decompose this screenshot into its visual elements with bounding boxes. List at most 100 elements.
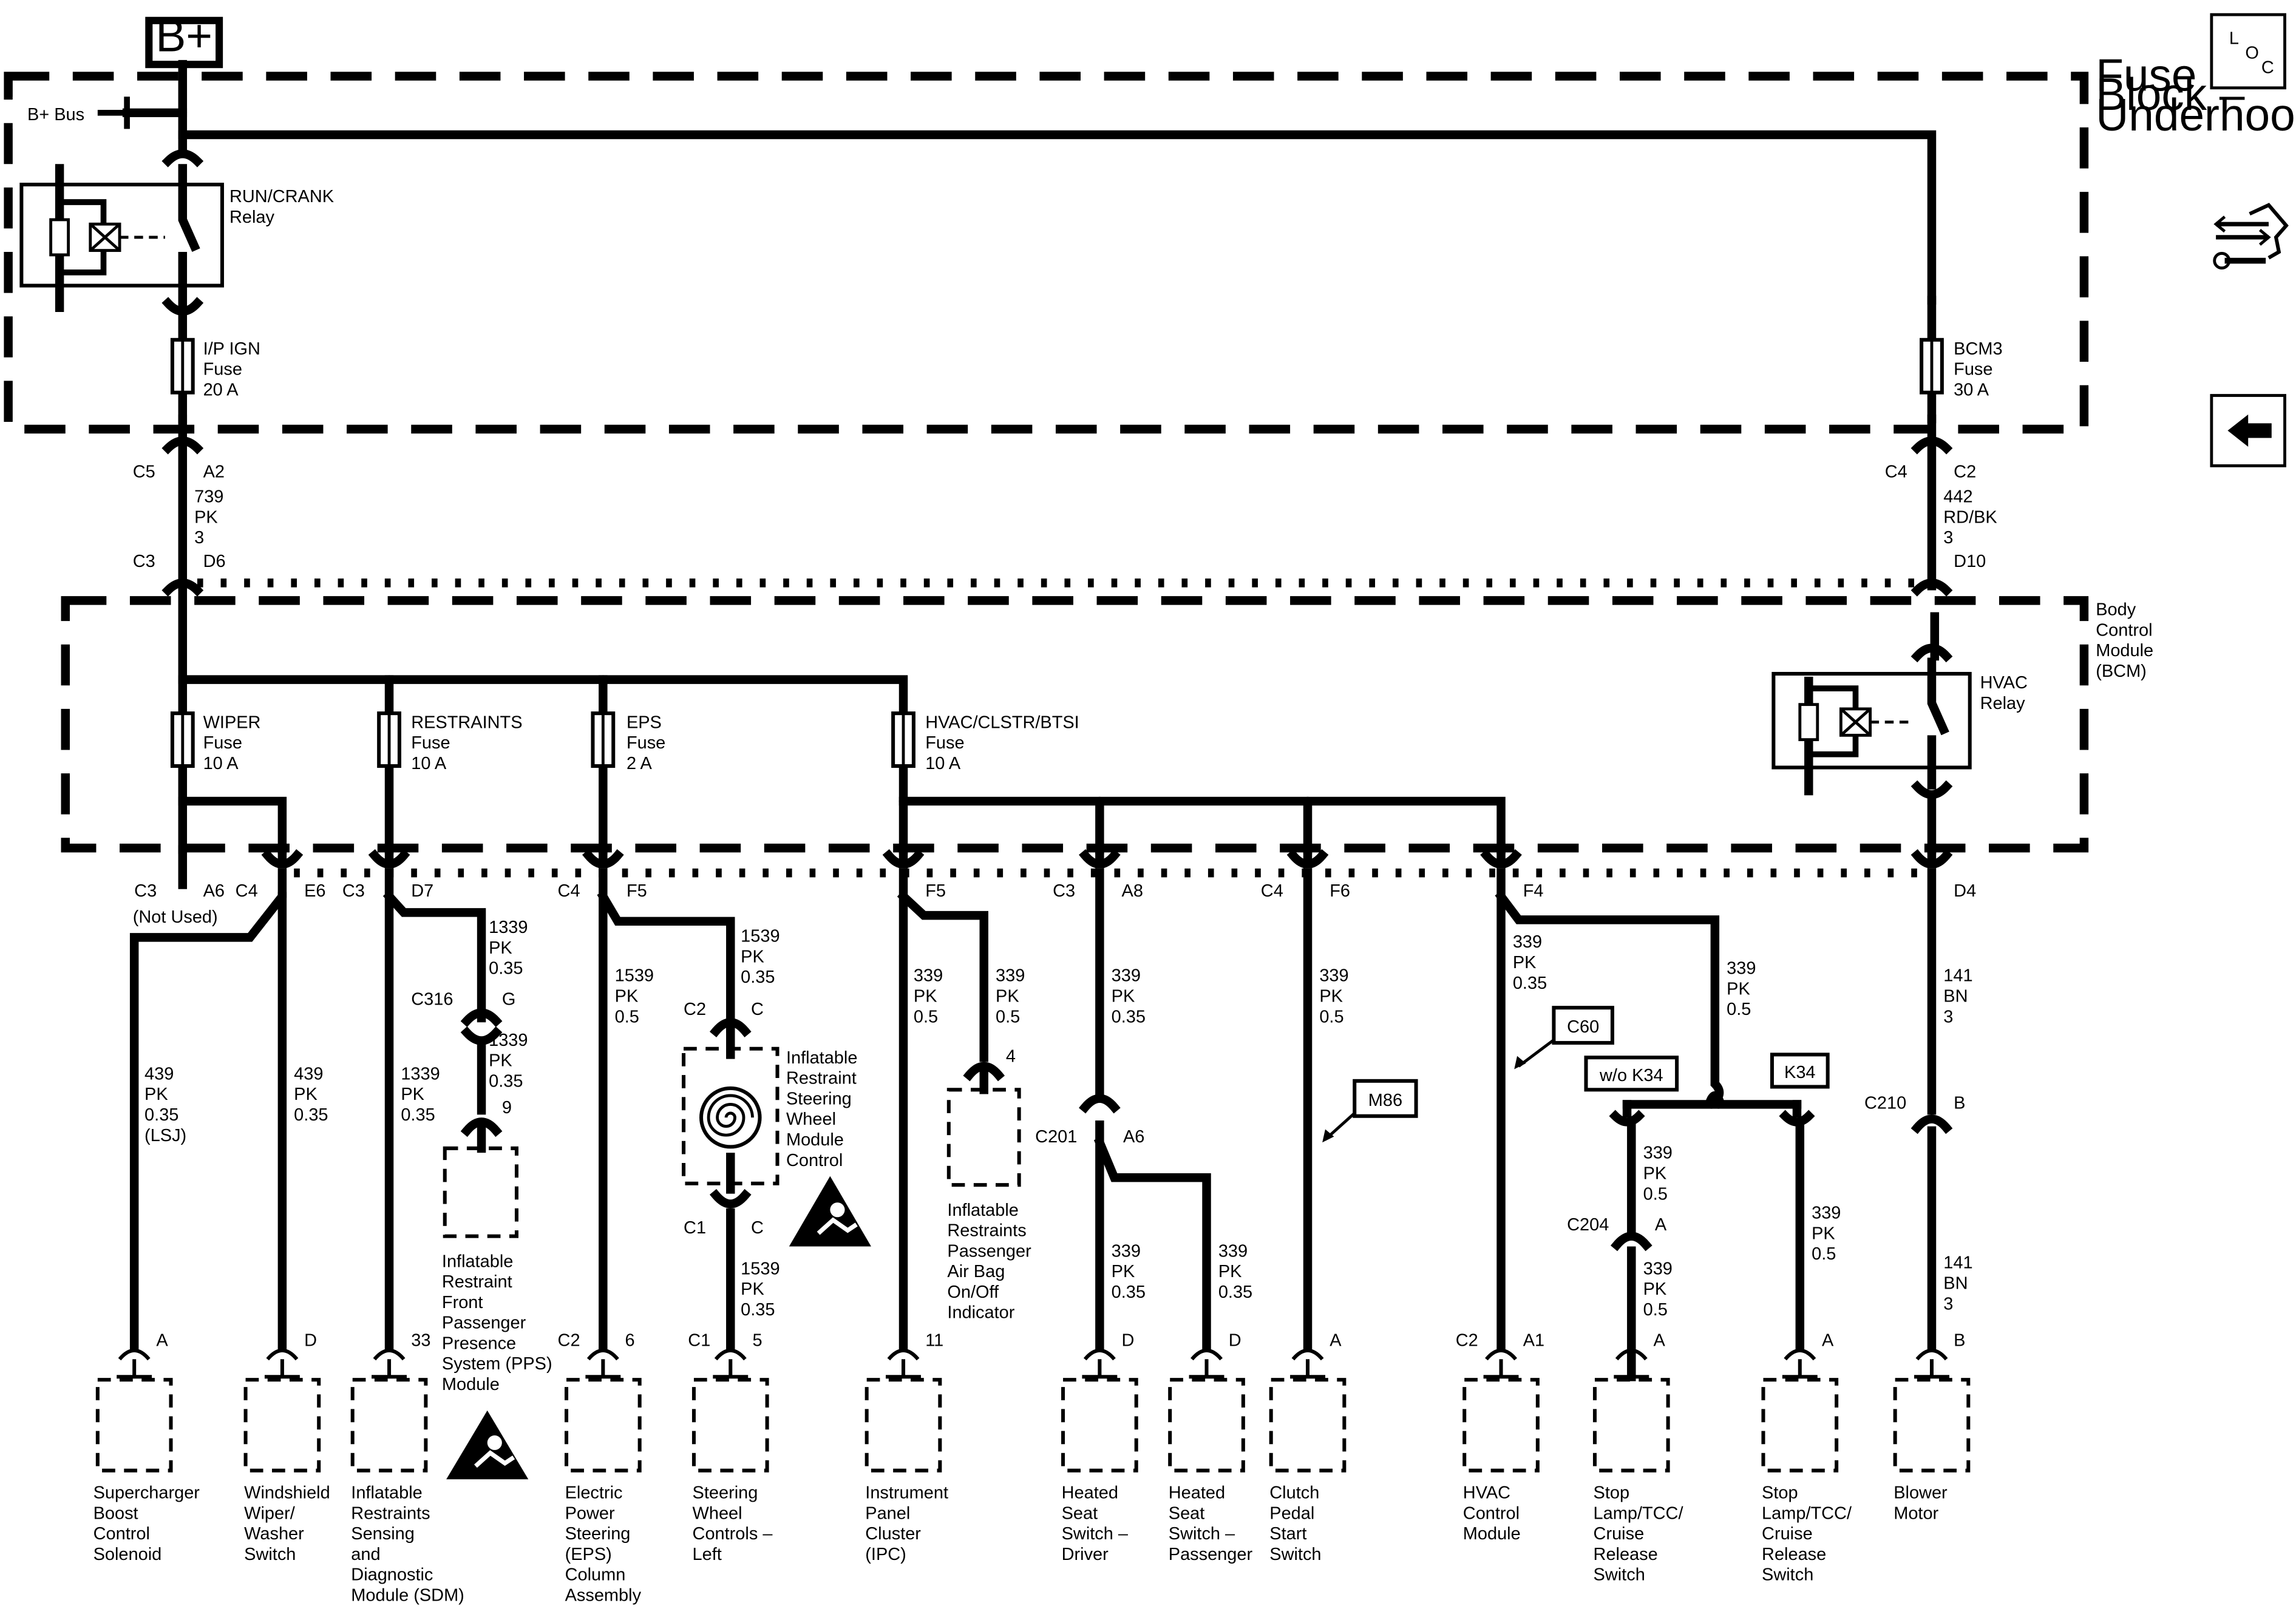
svg-text:Underhood: Underhood: [2096, 89, 2296, 140]
fuse-block-underhood: Fuse Block – Underhood: [4, 50, 2296, 434]
load-name-line: Cruise: [1594, 1524, 1645, 1544]
eps-fuse: EPS Fuse 2 A: [591, 711, 665, 773]
svg-text:339: 339: [1643, 1144, 1673, 1163]
svg-text:2 A: 2 A: [627, 754, 653, 773]
bcm3-fuse: BCM3 Fuse 30 A: [1920, 296, 2003, 424]
svg-text:339: 339: [1513, 932, 1542, 952]
pin-connector-label: C2: [1456, 1331, 1478, 1351]
svg-text:HVAC/CLSTR/BTSI: HVAC/CLSTR/BTSI: [925, 713, 1079, 732]
svg-text:PK: PK: [1112, 987, 1135, 1006]
svg-text:PK: PK: [1812, 1224, 1835, 1243]
svg-text:1339: 1339: [489, 1031, 528, 1050]
load-name-line: Switch –: [1169, 1524, 1235, 1544]
circuit-windshield: 439 PK 0.35: [277, 892, 328, 1352]
back-arrow-icon[interactable]: [2210, 394, 2286, 467]
svg-text:RD/BK: RD/BK: [1943, 507, 1997, 527]
svg-text:C4: C4: [558, 881, 580, 901]
load-name-line: Seat: [1169, 1503, 1205, 1523]
load-name-line: Instrument: [865, 1483, 948, 1503]
svg-text:EPS: EPS: [627, 713, 662, 732]
svg-text:PK: PK: [1112, 1262, 1135, 1281]
svg-text:20 A: 20 A: [203, 381, 239, 400]
svg-text:D6: D6: [203, 552, 226, 571]
wiper-fuse: WIPER Fuse 10 A: [170, 711, 261, 773]
svg-text:Wheel: Wheel: [786, 1110, 836, 1129]
svg-text:M86: M86: [1368, 1091, 1402, 1110]
load-name-line: Panel: [865, 1503, 910, 1523]
svg-text:(LSJ): (LSJ): [144, 1126, 186, 1145]
svg-text:BN: BN: [1943, 987, 1968, 1006]
load-name-line: Wheel: [693, 1503, 742, 1523]
svg-text:Indicator: Indicator: [947, 1303, 1014, 1323]
load-name-line: Start: [1269, 1524, 1306, 1544]
load-name-line: Switch: [1594, 1565, 1645, 1585]
svg-text:0.5: 0.5: [1727, 1000, 1751, 1019]
svg-text:0.5: 0.5: [1812, 1244, 1836, 1264]
svg-text:Fuse: Fuse: [2096, 50, 2196, 101]
svg-text:0.5: 0.5: [615, 1007, 639, 1026]
svg-text:C5: C5: [133, 463, 155, 482]
circuit-ipc: 339 PK 0.5 339 PK 0.5 4: [897, 868, 1025, 1352]
load-name-line: Passenger: [1169, 1545, 1253, 1564]
svg-text:C: C: [2261, 58, 2274, 78]
passenger-airbag-indicator: Inflatable Restraints Passenger Air Bag …: [946, 1088, 1031, 1323]
repair-arrows-wrench-icon[interactable]: [2207, 202, 2295, 276]
svg-text:PK: PK: [741, 947, 764, 966]
svg-text:Presence: Presence: [442, 1334, 516, 1353]
load-name-line: Supercharger: [93, 1483, 200, 1503]
svg-text:339: 339: [1812, 1204, 1841, 1223]
m86-callout: M86: [1322, 1079, 1418, 1143]
svg-text:C210: C210: [1864, 1094, 1906, 1113]
svg-text:Relay: Relay: [1980, 694, 2026, 713]
svg-text:C201: C201: [1035, 1127, 1077, 1147]
svg-text:C4: C4: [236, 881, 258, 901]
load-name-line: Heated: [1062, 1483, 1118, 1503]
svg-text:339: 339: [1643, 1259, 1673, 1278]
pin-label: A: [1330, 1331, 1342, 1351]
svg-text:10 A: 10 A: [925, 754, 961, 773]
svg-text:C3: C3: [342, 881, 365, 901]
svg-text:0.35: 0.35: [294, 1105, 328, 1125]
load-name-line: Cruise: [1762, 1524, 1813, 1544]
svg-text:WIPER: WIPER: [203, 713, 261, 732]
load-name-line: Diagnostic: [351, 1565, 433, 1585]
ip-ign-fuse: I/P IGN Fuse 20 A: [170, 306, 260, 424]
circuit-clutch: 339 PK 0.5: [1303, 868, 1349, 1352]
pin-label: A: [1822, 1331, 1834, 1351]
svg-text:Body: Body: [2096, 600, 2136, 619]
feed-wire-739: C5 A2 739 PK 3 C3 D6: [133, 414, 226, 597]
load-name-line: Controls –: [693, 1524, 773, 1544]
svg-text:Steering: Steering: [786, 1089, 852, 1108]
svg-text:Passenger: Passenger: [442, 1314, 526, 1333]
svg-text:10 A: 10 A: [203, 754, 239, 773]
svg-text:C: C: [751, 1218, 764, 1238]
svg-text:C2: C2: [1954, 463, 1976, 482]
location-index-icon[interactable]: L O C: [2210, 13, 2286, 90]
svg-text:Relay: Relay: [229, 208, 275, 227]
svg-text:C3: C3: [134, 881, 157, 901]
svg-text:Restraint: Restraint: [786, 1069, 857, 1088]
load-name-line: Cluster: [865, 1524, 921, 1544]
svg-text:PK: PK: [914, 987, 937, 1006]
battery-source: B+: [145, 10, 223, 69]
load-name-line: Module (SDM): [351, 1585, 464, 1605]
svg-text:PK: PK: [615, 987, 639, 1006]
load-name-line: (EPS): [565, 1545, 612, 1564]
circuit-restraints: 1339 PK 0.35 C316 G 1339 PK 0.35 9 1339 …: [382, 868, 528, 1352]
pin-label: B: [1954, 1331, 1965, 1351]
pin-label: A: [156, 1331, 168, 1351]
load-name-line: Column: [565, 1565, 626, 1585]
svg-text:Fuse: Fuse: [203, 360, 242, 379]
svg-text:F6: F6: [1330, 881, 1350, 901]
svg-text:On/Off: On/Off: [947, 1283, 999, 1302]
pin-label: 11: [925, 1331, 943, 1351]
load-name-line: Driver: [1062, 1545, 1109, 1564]
svg-text:A2: A2: [203, 463, 225, 482]
circuit-stop-lamp-2: 339 PK 0.5: [1795, 1123, 1841, 1352]
